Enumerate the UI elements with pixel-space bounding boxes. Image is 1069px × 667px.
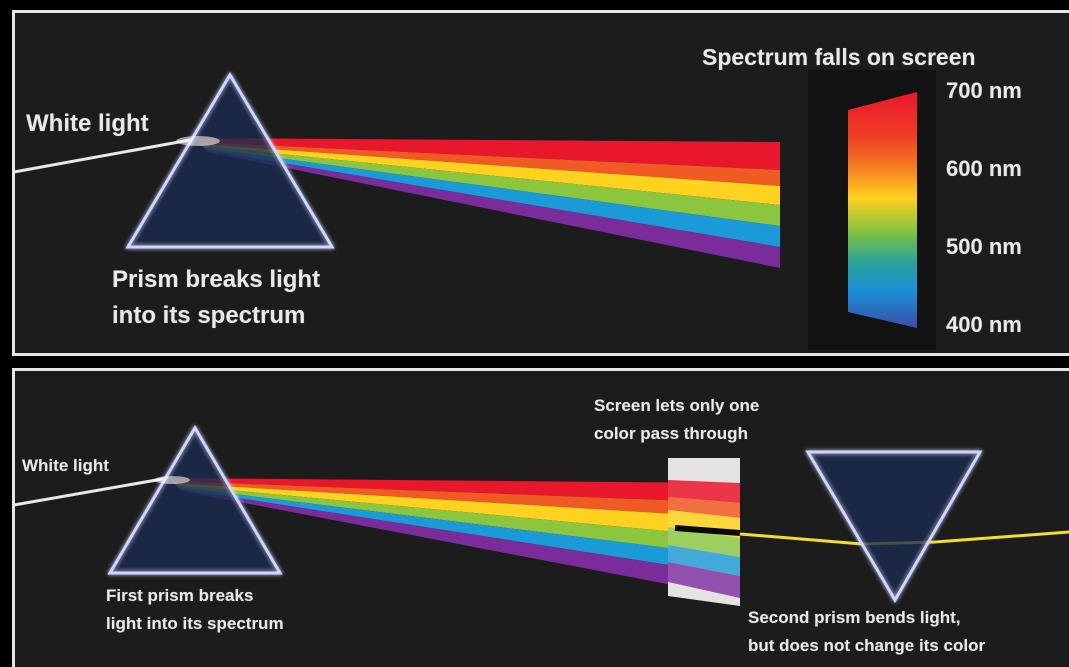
top-spectrum-fan (195, 138, 780, 268)
spectrum-screen-title: Spectrum falls on screen (702, 44, 976, 70)
slit-screen (668, 458, 741, 606)
bottom-first-prism (107, 425, 283, 575)
screen-caption-line2: color pass through (594, 424, 748, 443)
top-prism (125, 72, 335, 249)
bottom-prism-entry-glow (154, 476, 190, 484)
top-projected-spectrum (848, 92, 917, 328)
wavelength-label-500: 500 nm (946, 234, 1022, 259)
second-prism-caption-line1: Second prism bends light, (748, 608, 961, 627)
top-white-light-label: White light (26, 110, 149, 137)
first-prism-caption-line1: First prism breaks (106, 586, 254, 605)
screen-caption-line1: Screen lets only one (594, 396, 760, 415)
bottom-white-light-beam (13, 476, 169, 507)
top-white-light-beam (13, 138, 191, 174)
wavelength-label-700: 700 nm (946, 78, 1022, 103)
bottom-second-prism (805, 450, 983, 603)
bottom-white-light-label: White light (22, 456, 109, 475)
top-prism-entry-glow (176, 136, 220, 146)
bottom-spectrum-fan (170, 478, 740, 598)
first-prism-caption-line2: light into its spectrum (106, 614, 284, 633)
wavelength-label-400: 400 nm (946, 312, 1022, 337)
second-prism-caption-line2: but does not change its color (748, 636, 986, 655)
wavelength-label-600: 600 nm (946, 156, 1022, 181)
top-prism-caption-line1: Prism breaks light (112, 266, 321, 293)
top-prism-caption-line2: into its spectrum (112, 302, 306, 329)
